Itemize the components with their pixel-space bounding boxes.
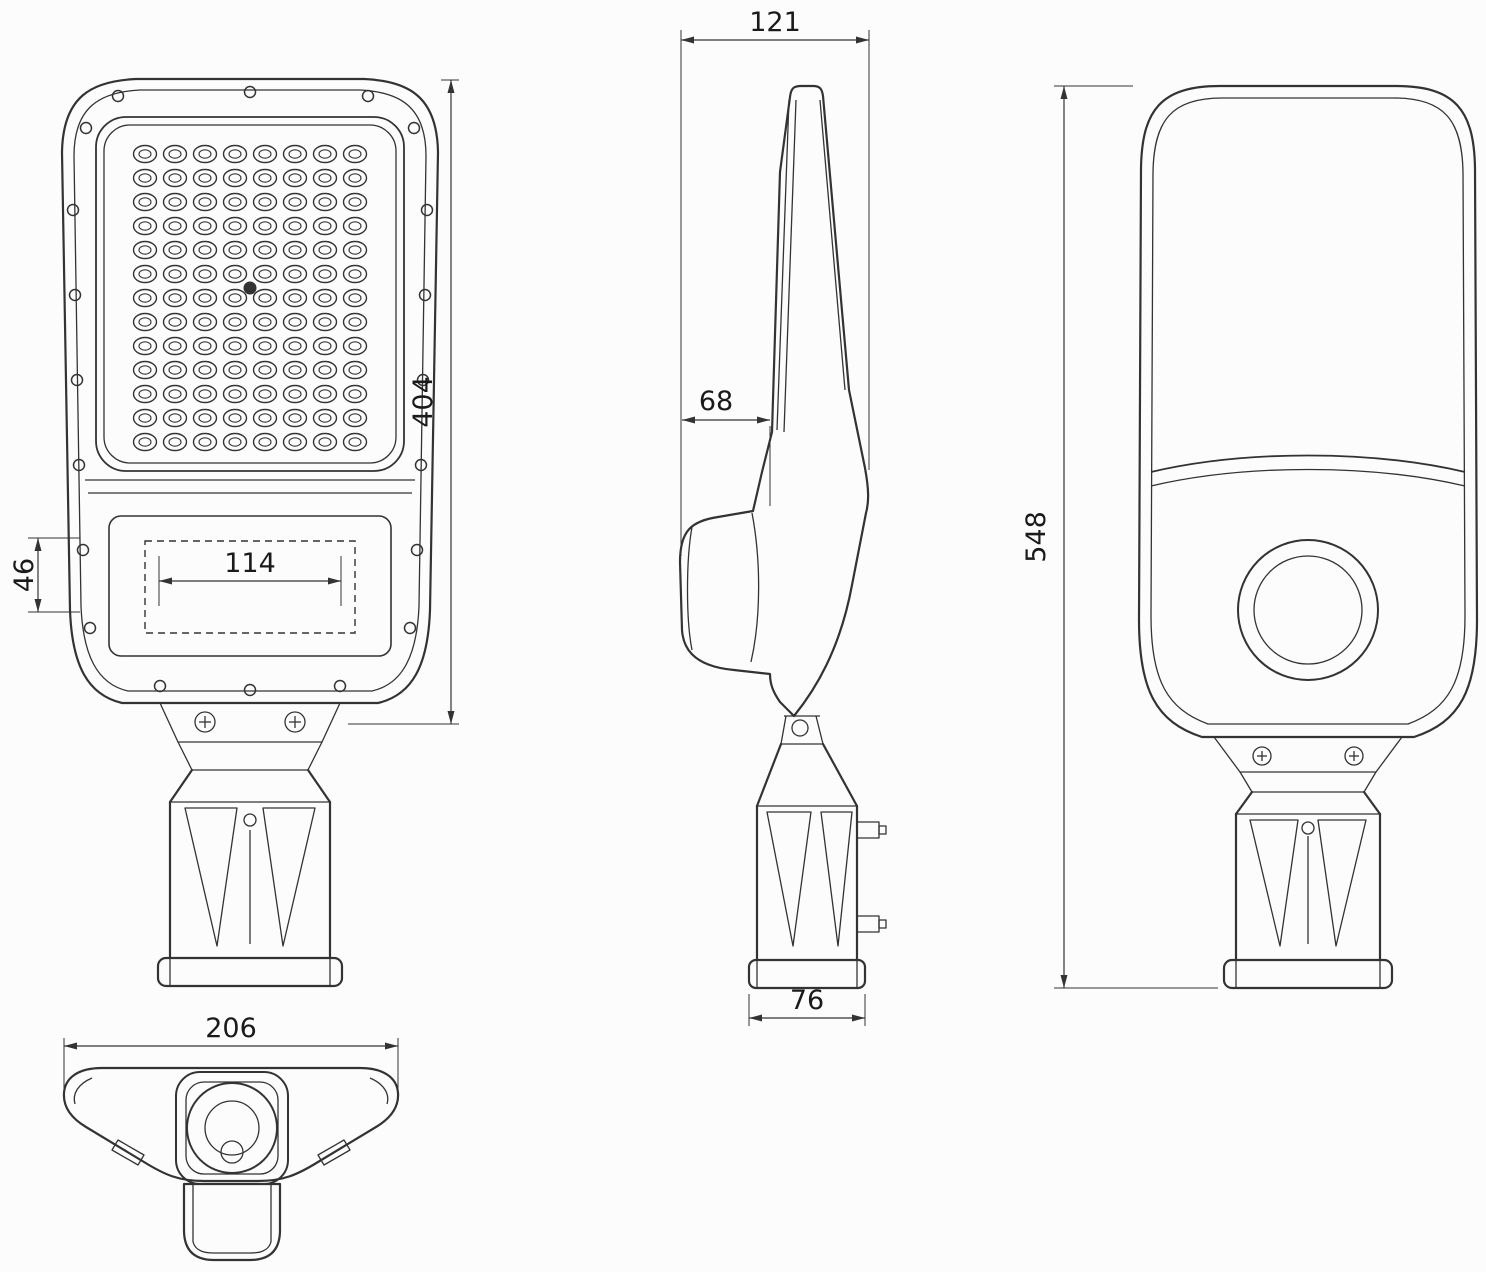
dim-front-inner-width: 114 <box>159 548 341 585</box>
back-body-outline <box>1137 84 1479 739</box>
bottom-end-line-left <box>73 1077 93 1105</box>
front-body-outline <box>60 77 440 705</box>
clamp-bolt-bottom <box>856 915 880 933</box>
dim-label-bottom-width: 206 <box>205 1013 257 1044</box>
gusset-right <box>262 807 316 947</box>
dim-side-top-width: 121 <box>680 7 870 556</box>
dim-label-side-top-width: 121 <box>749 7 801 38</box>
side-profile-outline <box>678 84 870 718</box>
front-body-inner-line <box>73 89 427 692</box>
gusset-left <box>766 811 812 947</box>
gusset-left <box>1249 819 1299 947</box>
back-seam-curve-2 <box>1150 468 1466 487</box>
dim-label-bracket-height: 46 <box>9 558 40 592</box>
screws <box>66 85 434 697</box>
dim-label-inner-width: 114 <box>224 548 276 579</box>
front-mounting-bracket <box>156 702 344 988</box>
bottom-view: 206 <box>62 1013 400 1262</box>
front-view: 114 46 404 <box>9 77 459 988</box>
bottom-body-outline <box>62 1066 400 1183</box>
back-view: 548 <box>1021 84 1479 990</box>
gusset-left <box>184 807 238 947</box>
led-panel-inner <box>103 124 397 464</box>
bottom-end-line-right <box>369 1077 389 1105</box>
sensor-knob-base <box>750 512 760 663</box>
pole-socket <box>175 1071 289 1185</box>
dim-front-bracket: 46 <box>9 537 80 613</box>
base-flange <box>747 958 867 990</box>
dim-label-side-base-width: 76 <box>790 985 824 1016</box>
dim-bottom-width: 206 <box>63 1013 399 1096</box>
gusset-right <box>820 811 853 947</box>
gusset-right <box>1317 819 1367 947</box>
clamp-bolt-top <box>856 821 880 839</box>
sensor-circle-inner <box>1253 555 1363 665</box>
latch-tab-right <box>317 1139 351 1166</box>
hinge-pin <box>791 719 809 737</box>
side-view: 121 68 76 <box>678 7 887 1026</box>
dim-front-height: 404 <box>348 79 459 725</box>
photocell-dot <box>243 281 257 295</box>
dim-side-base-width: 76 <box>748 985 866 1026</box>
base-flange <box>1222 958 1394 990</box>
led-panel <box>95 116 405 472</box>
lens-inner-line-2 <box>783 99 797 433</box>
dim-label-total-height: 548 <box>1021 511 1052 563</box>
latch-tab-left <box>111 1139 145 1166</box>
pole-entry-hidden-outline <box>144 540 356 634</box>
side-mounting-bracket <box>747 715 887 990</box>
bottom-clamp <box>182 1182 282 1262</box>
lens-inner-line <box>776 99 790 431</box>
dim-back-total-height: 548 <box>1021 85 1218 989</box>
back-mounting-bracket <box>1213 736 1403 990</box>
dim-label-front-height: 404 <box>408 376 439 428</box>
sensor-knob-face <box>686 526 693 651</box>
back-seam-curve <box>1150 454 1466 473</box>
back-body-inner-line <box>1150 97 1466 725</box>
rear-inner-line <box>819 99 846 391</box>
dim-label-side-depth: 68 <box>699 386 733 417</box>
sensor-circle-outer <box>1237 539 1379 681</box>
dim-side-depth: 68 <box>682 386 771 506</box>
base-flange <box>156 956 344 988</box>
led-grid <box>130 142 370 454</box>
driver-compartment <box>108 515 392 657</box>
